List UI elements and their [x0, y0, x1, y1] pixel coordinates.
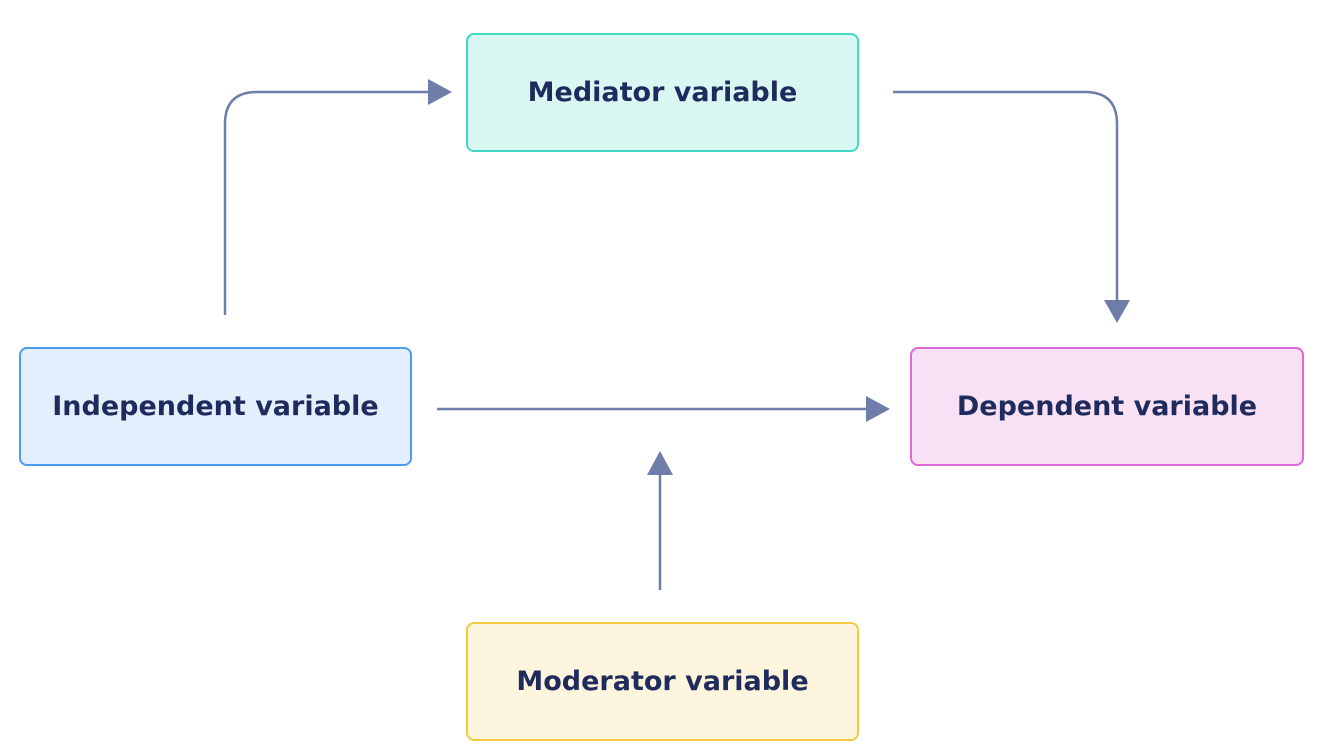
- independent-variable-label: Independent variable: [52, 391, 379, 422]
- edge-independent-to-dependent-arrowhead: [866, 396, 890, 422]
- mediator-variable-box: Mediator variable: [466, 33, 859, 152]
- dependent-variable-box: Dependent variable: [910, 347, 1304, 466]
- independent-variable-box: Independent variable: [19, 347, 412, 466]
- edge-mediator-to-dependent-arrowhead: [1104, 300, 1130, 323]
- edge-independent-to-mediator: [223, 90, 428, 315]
- edge-mediator-to-dependent: [893, 90, 1119, 300]
- moderator-variable-label: Moderator variable: [516, 666, 809, 697]
- moderator-variable-box: Moderator variable: [466, 622, 859, 741]
- edge-independent-to-mediator-arrowhead: [428, 79, 452, 105]
- mediator-variable-label: Mediator variable: [527, 77, 798, 108]
- dependent-variable-label: Dependent variable: [956, 391, 1258, 422]
- edge-moderator-to-path-arrowhead: [647, 451, 673, 475]
